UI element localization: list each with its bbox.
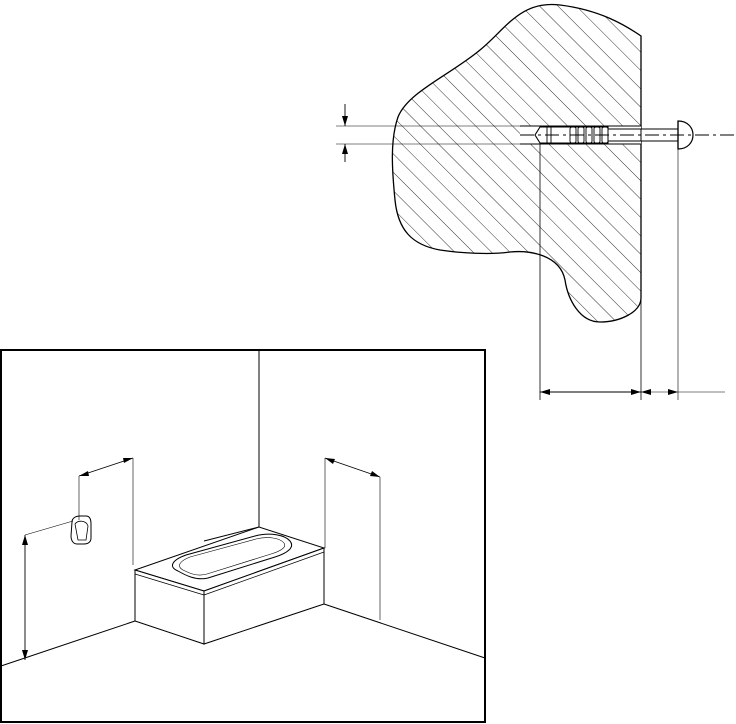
wall-anchor-section-detail (336, 4, 736, 400)
bathroom-perspective (1, 350, 485, 722)
plug-depth-dimension (540, 389, 641, 395)
screw-projection-dimension (641, 389, 725, 395)
hatched-wall-section (392, 4, 642, 322)
wall-fixture (71, 516, 91, 544)
